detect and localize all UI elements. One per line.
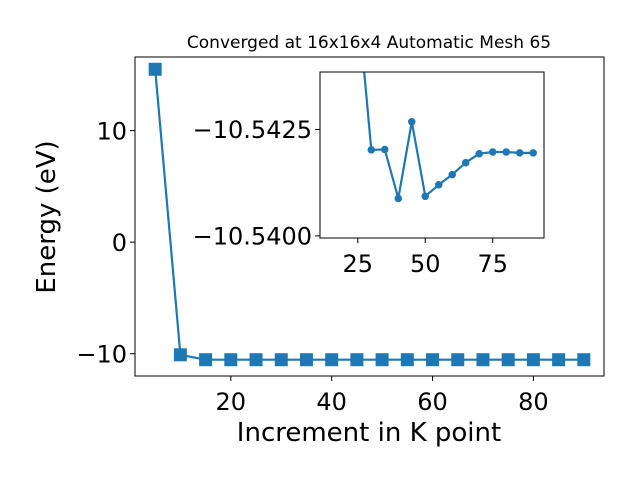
inset-marker-60 [448,170,456,179]
inset-marker-75 [488,148,497,156]
main-marker-5 [148,62,162,76]
inset-marker-65 [461,158,470,167]
main-marker-35 [299,353,313,367]
main-ytick-label-0: −10 [76,340,127,368]
inset-plot-area: 25 50 75 −10.5400 −10.5425 [193,71,545,278]
main-plot-area: 20 40 60 80 −10 0 10 [76,56,605,416]
inset-xtick-label-75: 75 [477,250,508,278]
inset-marker-30 [367,146,376,154]
main-marker-75 [501,353,515,367]
main-axes-frame [134,56,605,377]
main-marker-25 [249,353,263,367]
main-marker-40 [325,353,339,367]
main-marker-60 [426,353,440,367]
main-marker-10 [173,348,187,362]
inset-ytick-label-1: −10.5425 [193,116,312,144]
inset-ytick-label-0: −10.5400 [193,223,312,251]
main-marker-85 [552,353,566,367]
main-marker-80 [526,353,540,367]
x-axis-label: Increment in K point [237,418,501,448]
main-marker-50 [375,353,389,367]
inset-marker-90 [529,149,537,157]
inset-xtick-label-50: 50 [410,250,441,278]
chart-title: Converged at 16x16x4 Automatic Mesh 65 [187,33,551,53]
main-marker-70 [476,353,490,367]
inset-marker-55 [434,181,443,189]
main-xtick-label-40: 40 [316,388,347,416]
main-ytick-label-2: 10 [96,117,127,145]
main-marker-45 [350,353,364,367]
inset-marker-35 [381,145,389,154]
main-xtick-label-80: 80 [518,388,549,416]
inset-marker-50 [421,192,430,201]
inset-background [320,72,544,238]
main-marker-55 [400,353,414,367]
inset-xtick-label-25: 25 [343,250,374,278]
main-marker-90 [577,353,591,367]
inset-marker-80 [502,148,510,156]
inset-marker-70 [475,149,483,158]
main-marker-20 [224,353,238,367]
main-marker-65 [451,353,465,367]
main-marker-30 [274,353,288,367]
inset-marker-40 [394,194,403,203]
main-xtick-label-60: 60 [417,388,448,416]
main-marker-15 [199,353,213,367]
y-axis-label: Energy (eV) [32,140,62,293]
inset-marker-85 [515,149,524,157]
main-xtick-label-20: 20 [216,388,247,416]
inset-axes-frame [319,71,545,239]
main-ytick-label-1: 0 [112,229,127,257]
inset-marker-45 [408,118,416,126]
